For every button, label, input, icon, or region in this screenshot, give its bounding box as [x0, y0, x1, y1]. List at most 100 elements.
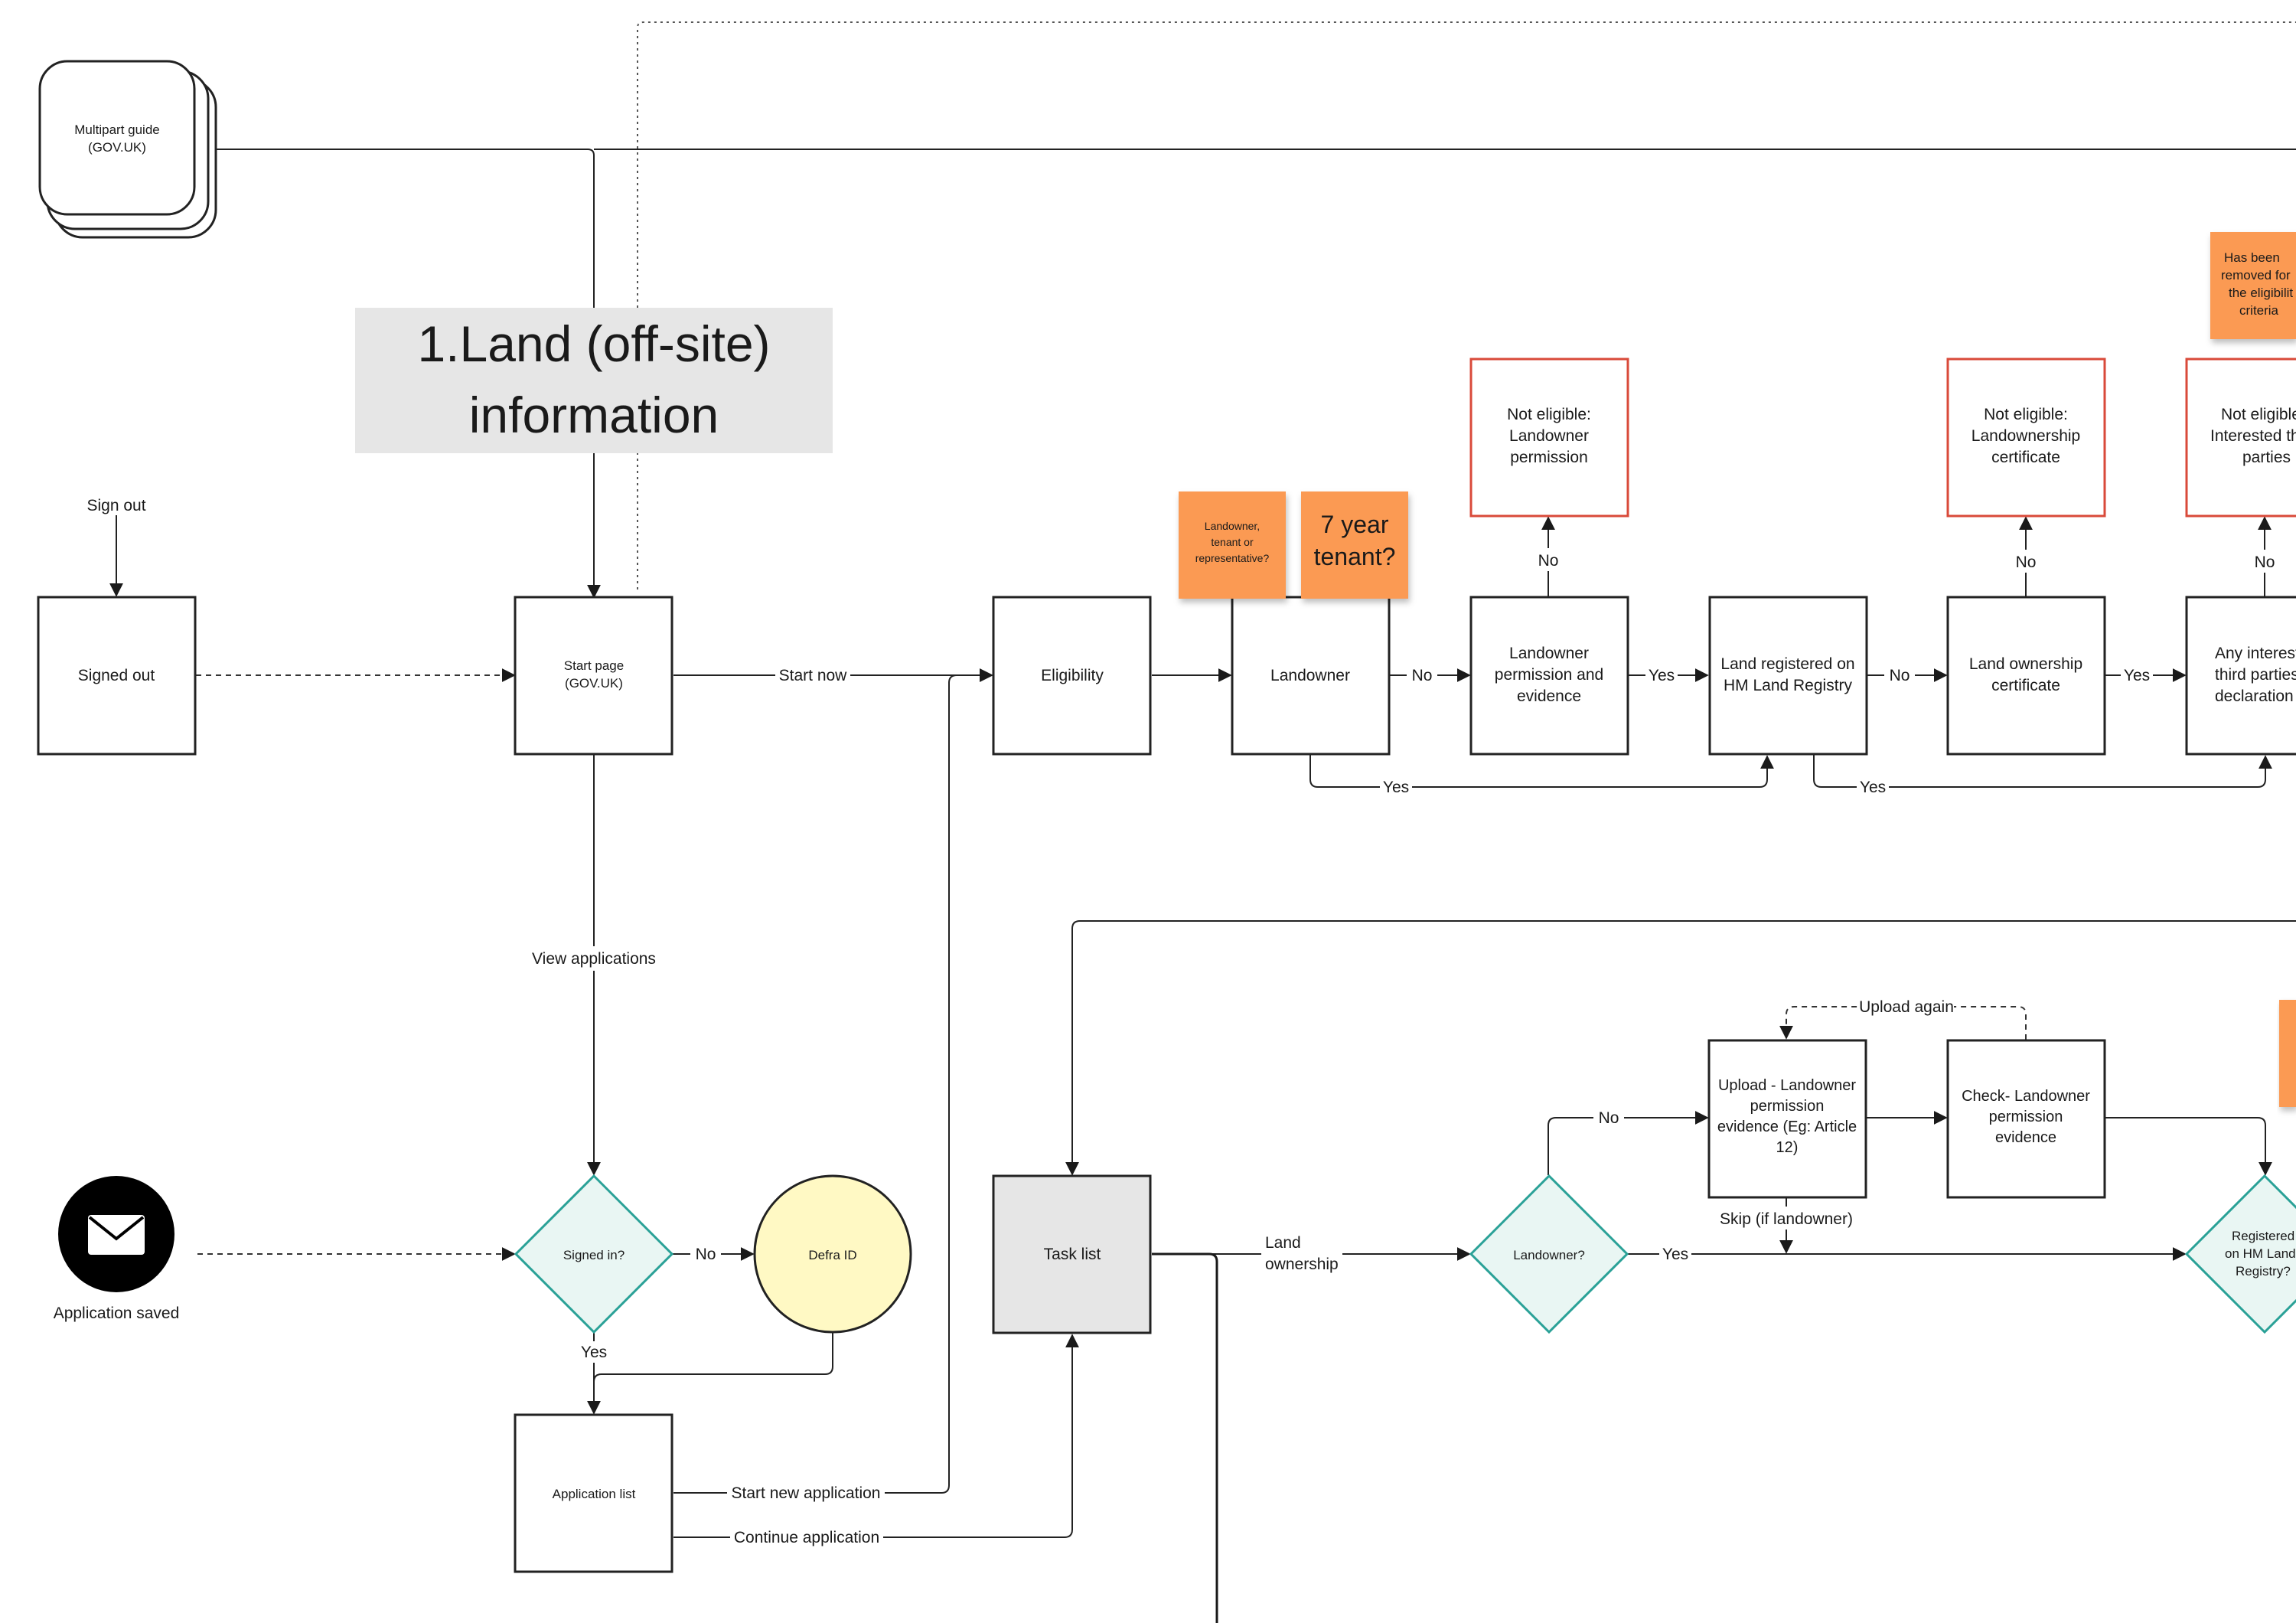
svg-text:Upload - Landowner: Upload - Landowner [1718, 1077, 1856, 1094]
edge-label-signed-in-yes: Yes [579, 1341, 611, 1363]
svg-text:removed for: removed for [2221, 268, 2291, 282]
landowner-node[interactable]: Landowner [1231, 596, 1391, 756]
svg-text:certificate: certificate [1991, 449, 2060, 466]
svg-text:Start page: Start page [564, 658, 624, 673]
landowner-permission-node[interactable]: Landowner permission and evidence [1469, 596, 1629, 756]
svg-text:No: No [696, 1246, 716, 1263]
svg-text:Upload again: Upload again [1859, 998, 1954, 1016]
task-list-return-connector [1065, 920, 2296, 1176]
svg-text:Interested th: Interested th [2210, 427, 2296, 445]
upload-permission-node[interactable]: Upload - Landowner permission evidence (… [1707, 1039, 1867, 1199]
svg-text:permission: permission [1750, 1098, 1825, 1115]
check-permission-node[interactable]: Check- Landowner permission evidence [1946, 1039, 2106, 1199]
svg-text:evidence: evidence [1995, 1129, 2056, 1146]
svg-text:Application saved: Application saved [54, 1305, 180, 1322]
edge-label-landowner-q-yes: Yes [1659, 1242, 1691, 1266]
multipart-guide-node[interactable]: Multipart guide (GOV.UK) [38, 60, 217, 239]
svg-text:HM Land Registry: HM Land Registry [1724, 677, 1853, 694]
svg-text:Yes: Yes [1649, 667, 1675, 684]
dotted-return-line [637, 21, 2296, 589]
svg-text:tenant?: tenant? [1314, 543, 1396, 570]
page-title: 1.Land (off-site) information [355, 308, 833, 453]
land-ownership-certificate-node[interactable]: Land ownership certificate [1946, 596, 2106, 756]
application-saved-node[interactable]: Application saved [54, 1176, 180, 1322]
guide-connector [217, 149, 601, 599]
edge-label-permission-yes: Yes [1645, 663, 1678, 687]
svg-text:Land: Land [1265, 1234, 1301, 1252]
registered-yes-connector [1813, 755, 2272, 788]
svg-text:Multipart guide: Multipart guide [74, 122, 160, 137]
defra-id-node[interactable]: Defra ID [753, 1174, 912, 1334]
svg-text:Landowner: Landowner [1270, 667, 1350, 684]
svg-text:criteria: criteria [2239, 303, 2279, 318]
task-list-node[interactable]: Task list [992, 1174, 1152, 1334]
svg-text:evidence: evidence [1517, 687, 1581, 705]
svg-text:Task list: Task list [1044, 1246, 1101, 1263]
task-list-down-connector [1152, 1252, 1218, 1623]
svg-text:Defra ID: Defra ID [808, 1248, 856, 1262]
check-registered-connector [2105, 1117, 2272, 1176]
svg-text:No: No [1890, 667, 1910, 684]
land-registered-node[interactable]: Land registered on HM Land Registry [1708, 596, 1868, 756]
svg-text:the eligibilit: the eligibilit [2229, 286, 2293, 300]
edge-label-landowner-q-no: No [1593, 1105, 1624, 1130]
svg-text:information: information [469, 387, 719, 443]
svg-text:ownership: ownership [1265, 1256, 1339, 1273]
svg-text:third parties: third parties [2215, 666, 2296, 684]
edge-label-certificate-yes: Yes [2121, 663, 2153, 687]
svg-text:Not eligible: Not eligible [2221, 406, 2296, 423]
svg-text:Registered: Registered [2232, 1229, 2294, 1243]
landowner-decision[interactable]: Landowner? [1469, 1174, 1629, 1334]
svg-text:Landownership: Landownership [1971, 427, 2080, 445]
svg-text:7 year: 7 year [1321, 511, 1389, 538]
edge-label-view-applications: View applications [528, 946, 660, 971]
sticky-landowner-tenant: Landowner, tenant or representative? [1179, 491, 1286, 599]
edge-label-registered-no: No [1884, 663, 1915, 687]
svg-text:Signed in?: Signed in? [563, 1248, 625, 1262]
svg-text:Yes: Yes [581, 1344, 607, 1361]
svg-text:Yes: Yes [1383, 779, 1409, 796]
start-page-node[interactable]: Start page (GOV.UK) [514, 596, 673, 756]
svg-text:Any interest: Any interest [2215, 645, 2296, 662]
svg-text:certificate: certificate [1991, 677, 2060, 694]
svg-text:Not eligible:: Not eligible: [1507, 406, 1591, 423]
svg-text:No: No [1599, 1109, 1619, 1127]
eligibility-node[interactable]: Eligibility [992, 596, 1152, 756]
svg-text:representative?: representative? [1195, 552, 1270, 564]
svg-text:Continue application: Continue application [734, 1529, 879, 1546]
signed-out-node[interactable]: Signed out [37, 596, 197, 756]
svg-text:Application list: Application list [553, 1487, 636, 1501]
edge-label-signed-in-no: No [690, 1242, 721, 1266]
registered-decision[interactable]: Registered on HM Land Registry? [2184, 1174, 2296, 1334]
svg-text:Eligibility: Eligibility [1041, 667, 1104, 684]
svg-text:Registry?: Registry? [2236, 1264, 2291, 1278]
signed-in-decision[interactable]: Signed in? [514, 1174, 674, 1334]
edge-label-interest-no: No [2249, 550, 2280, 573]
svg-text:tenant or: tenant or [1211, 536, 1254, 548]
svg-text:permission and: permission and [1495, 666, 1603, 684]
sign-out-label: Sign out [86, 497, 145, 514]
sticky-removed-eligibility: Has been removed for the eligibilit crit… [2210, 232, 2296, 339]
svg-text:evidence (Eg: Article: evidence (Eg: Article [1717, 1118, 1857, 1135]
application-list-node[interactable]: Application list [514, 1413, 673, 1573]
edge-label-certificate-no: No [2011, 550, 2041, 573]
svg-text:No: No [2016, 554, 2037, 571]
svg-text:declaration: declaration [2215, 687, 2294, 705]
not-eligible-certificate-node[interactable]: Not eligible: Landownership certificate [1946, 358, 2106, 518]
svg-text:Not eligible:: Not eligible: [1984, 406, 2068, 423]
sticky-cropped [2279, 1000, 2296, 1107]
continue-application-connector [673, 1334, 1079, 1538]
svg-text:View applications: View applications [532, 950, 656, 968]
svg-text:(GOV.UK): (GOV.UK) [88, 140, 146, 155]
edge-label-registered-yes: Yes [1857, 776, 1889, 798]
not-eligible-permission-node[interactable]: Not eligible: Landowner permission [1469, 358, 1629, 518]
edge-label-skip: Skip (if landowner) [1719, 1207, 1854, 1229]
not-eligible-interested-node[interactable]: Not eligible Interested th parties [2185, 358, 2296, 518]
interest-declaration-node[interactable]: Any interest third parties declaration [2185, 596, 2296, 756]
svg-text:Signed out: Signed out [78, 667, 155, 684]
start-new-application-connector [673, 668, 993, 1494]
svg-text:Start now: Start now [779, 667, 848, 684]
edge-label-landowner-yes: Yes [1380, 776, 1412, 798]
svg-text:Yes: Yes [1860, 779, 1886, 796]
